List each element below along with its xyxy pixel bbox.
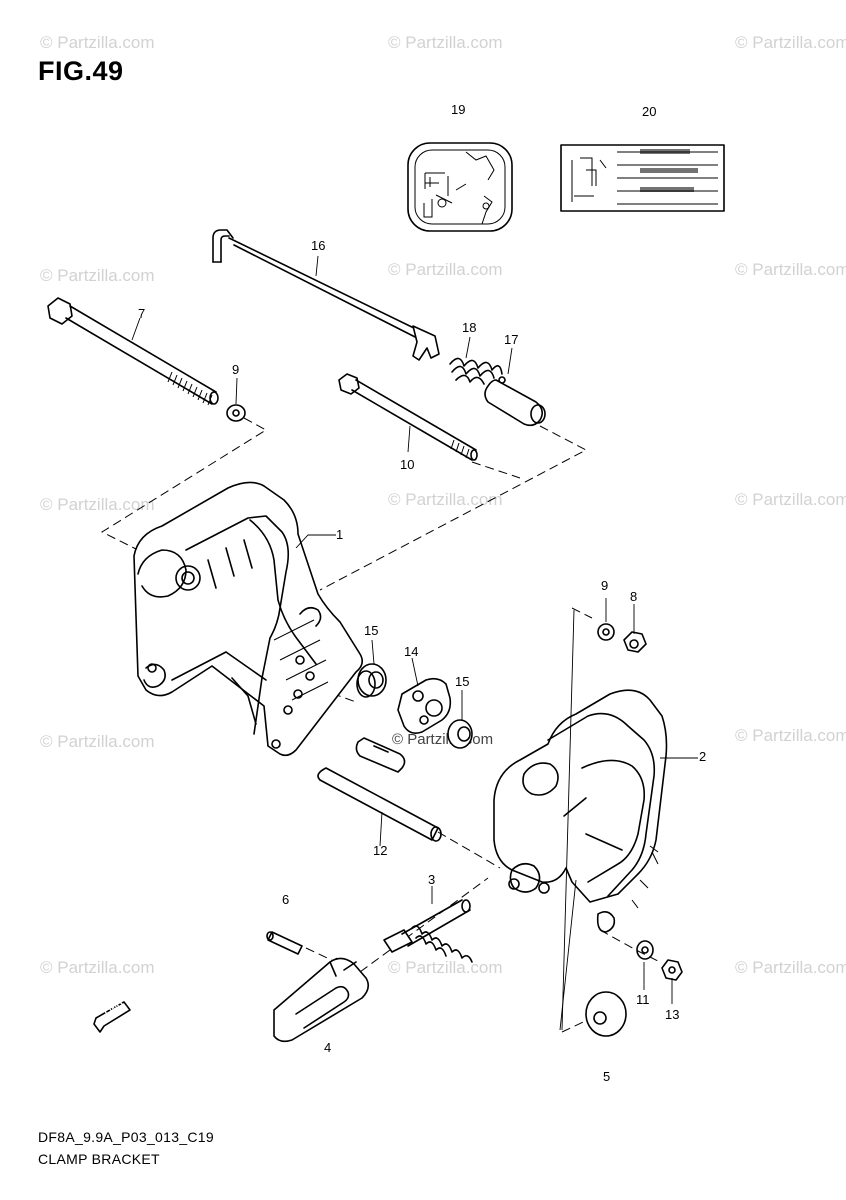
- callout-6: 6: [282, 892, 290, 907]
- watermark: © Partzilla.com: [388, 33, 503, 52]
- spring-18-drawing: [449, 357, 503, 385]
- bolt-3-drawing: [383, 899, 473, 963]
- callout-10: 10: [400, 457, 415, 472]
- watermark: © Partzilla.com: [40, 732, 155, 751]
- decal-19-drawing: [407, 142, 513, 232]
- callout-3: 3: [428, 872, 436, 887]
- watermark: © Partzilla.com: [735, 958, 846, 977]
- label-20-drawing: [560, 144, 725, 212]
- bolt-7-drawing: [47, 297, 219, 406]
- watermark: © Partzilla.com: [735, 726, 846, 745]
- watermark: © Partzilla.com: [388, 260, 503, 279]
- diagram-caption: CLAMP BRACKET: [38, 1151, 160, 1167]
- watermark: © Partzilla.com: [735, 33, 846, 52]
- callout-12: 12: [373, 843, 388, 858]
- diagram-code: DF8A_9.9A_P03_013_C19: [38, 1129, 214, 1145]
- callout-2: 2: [699, 749, 707, 764]
- leader-lines: [131, 255, 698, 1031]
- callout-11: 11: [636, 992, 650, 1007]
- sleeve-17-drawing: [484, 376, 546, 427]
- fwd-arrow-icon: [93, 1001, 131, 1033]
- watermark: © Partzilla.com: [388, 490, 503, 509]
- callout-9-right: 9: [601, 578, 609, 593]
- watermark: © Partzilla.com: [40, 958, 155, 977]
- callout-20: 20: [642, 104, 657, 119]
- callout-15-left: 15: [364, 623, 379, 638]
- callout-8: 8: [630, 589, 638, 604]
- callout-19: 19: [451, 102, 466, 117]
- watermark: © Partzilla.com: [735, 490, 846, 509]
- callout-18: 18: [462, 320, 477, 335]
- watermark: © Partzilla.com: [388, 958, 503, 977]
- nut-13-drawing: [661, 959, 683, 981]
- washer-11-drawing: [636, 940, 654, 960]
- nut-8-drawing: [623, 631, 647, 653]
- callout-9-top: 9: [232, 362, 240, 377]
- clamp-bracket-1-drawing: [133, 481, 364, 757]
- callout-5: 5: [603, 1069, 611, 1084]
- washer-9-drawing: [226, 404, 246, 422]
- watermark: © Partzilla.com: [735, 260, 846, 279]
- bolt-10-drawing: [338, 373, 478, 461]
- callout-14: 14: [404, 644, 419, 659]
- callout-15-right: 15: [455, 674, 470, 689]
- lever-4-drawing: [273, 957, 370, 1043]
- pin-6-drawing: [266, 931, 303, 955]
- plate-14-drawing: [397, 677, 452, 734]
- callout-16: 16: [311, 238, 326, 253]
- pin-12-drawing: [317, 767, 442, 842]
- callout-7: 7: [138, 306, 146, 321]
- rod-16-drawing: [212, 229, 440, 361]
- bushing-15-drawing: [356, 663, 387, 698]
- figure-title: FIG.49: [38, 56, 124, 86]
- bushing-15b-drawing: [447, 719, 473, 749]
- callout-4: 4: [324, 1040, 332, 1055]
- callout-17: 17: [504, 332, 519, 347]
- callout-1: 1: [336, 527, 344, 542]
- swivel-bracket-2-drawing: [493, 689, 668, 933]
- cap-5-drawing: [585, 991, 627, 1037]
- watermark: © Partzilla.com: [40, 495, 155, 514]
- tab-drawing: [355, 737, 406, 773]
- watermark: © Partzilla.com: [40, 266, 155, 285]
- washer-9b-drawing: [597, 623, 615, 641]
- watermark: © Partzilla.com: [40, 33, 155, 52]
- callout-13: 13: [665, 1007, 680, 1022]
